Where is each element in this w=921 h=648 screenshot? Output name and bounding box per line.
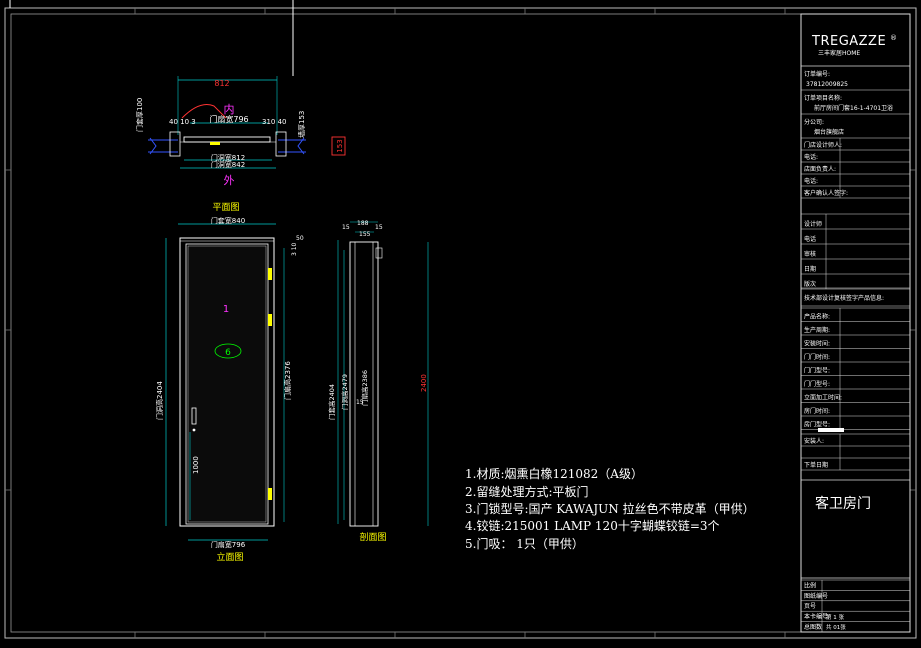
tb-row-label: 安装人: xyxy=(804,437,824,445)
leaf-number: 1 xyxy=(223,304,229,315)
note-1: 1.材质:烟熏白橡121082（A级） xyxy=(465,466,643,481)
tb-row-label: 日期 xyxy=(804,265,816,273)
dim-sec-right: 门扇高2386 xyxy=(360,370,369,406)
dim-sec-left-2: 门洞高2479 xyxy=(340,374,349,410)
product-name: 客卫房门 xyxy=(815,495,871,512)
inner-frame xyxy=(10,13,911,633)
dim-left-small: 40 10 3 xyxy=(169,118,196,126)
dim-elev-right-small-1: 50 xyxy=(296,235,304,242)
brand-reg-icon: ® xyxy=(890,34,897,42)
dim-sec-far-right: 2400 xyxy=(420,374,428,392)
page-number: 第 1 张 xyxy=(826,613,844,621)
tb-row-label: 页号 xyxy=(804,603,816,610)
brand-logo: TREGAZZE xyxy=(811,34,886,49)
dim-plan-bottom-1: 门洞宽812 xyxy=(211,153,245,162)
elevation-title: 立面图 xyxy=(216,551,243,563)
tb-row-label: 下单日期 xyxy=(804,461,828,469)
order-no-value: 37812009825 xyxy=(806,81,848,88)
project-label: 订单项目名称: xyxy=(804,94,842,102)
note-5: 5.门吸： 1只（甲供） xyxy=(465,536,584,551)
dim-right-small: 310 40 xyxy=(262,118,287,126)
label-outside: 外 xyxy=(224,174,235,187)
dim-elev-top: 门套宽840 xyxy=(211,216,245,225)
white-bar xyxy=(818,428,844,432)
dim-door-width-top: 门扇宽796 xyxy=(209,114,248,124)
dim-elev-right-small-2: 3 10 xyxy=(291,242,298,256)
dim-elev-right: 门扇高2376 xyxy=(283,361,292,400)
tb-row-label: 房门型号: xyxy=(804,421,830,429)
title-block: TREGAZZE ® 三丰家居HOME 订单编号: 37812009825 订单… xyxy=(800,13,911,633)
dim-sec-top-1: 188 xyxy=(357,220,369,227)
notes-block: 1.材质:烟熏白橡121082（A级） 2.留缝处理方式:平板门 3.门锁型号:… xyxy=(465,466,755,551)
tb-row-label: 立面加工时间: xyxy=(804,394,842,402)
dim-handle-height: 1000 xyxy=(192,456,200,474)
dim-sec-top-2: 15 xyxy=(342,224,350,231)
plan-view: 812 内 门扇宽796 40 10 3 310 40 门套厚100 墙厚153… xyxy=(135,76,346,213)
project-value: 前厅房间门套16-1-4701卫浴 xyxy=(814,104,893,112)
dim-right-vertical: 墙厚153 xyxy=(297,111,306,138)
tb-row-label: 门门型号: xyxy=(804,380,830,388)
total-pages: 共 01张 xyxy=(826,623,846,631)
label-inside: 内 xyxy=(224,102,235,116)
tb-row-label: 门店设计师人: xyxy=(804,141,842,149)
note-2: 2.留缝处理方式:平板门 xyxy=(465,484,589,499)
tb-row-label: 电话: xyxy=(804,177,818,185)
note-4: 4.铰链:215001 LAMP 120十字蝴蝶铰链=3个 xyxy=(465,518,720,533)
tb-row-label: 店面负责人: xyxy=(804,165,836,173)
tb-row-label: 版次 xyxy=(804,280,816,288)
dim-top: 812 xyxy=(214,79,229,88)
tb-row-label: 图纸编号 xyxy=(804,592,828,600)
branch-value: 烟台旗舰店 xyxy=(814,128,844,136)
dim-elev-left: 门洞高2404 xyxy=(155,381,164,420)
dim-left-vertical: 门套厚100 xyxy=(135,98,144,132)
tb-row-label: 总图数 xyxy=(804,623,822,631)
tb-row-label: 门门型号: xyxy=(804,367,830,375)
tb-row-label: 安装时间: xyxy=(804,340,830,348)
dim-sec-small: 15 xyxy=(356,399,364,406)
dim-sec-top-4: 15 xyxy=(375,224,383,231)
frame-ticks xyxy=(5,8,916,638)
brand-sub: 三丰家居HOME xyxy=(818,49,860,57)
outer-frame xyxy=(4,7,917,639)
tb-row-label: 产品名称: xyxy=(804,313,830,321)
dim-sec-top-3: 155 xyxy=(359,231,371,238)
order-no-label: 订单编号: xyxy=(804,70,830,78)
tb-row-label: 客户确认人签字: xyxy=(804,189,848,197)
tb-row-label: 房门时间: xyxy=(804,407,830,415)
tb-row-label: 比例 xyxy=(804,581,816,589)
plan-title: 平面图 xyxy=(212,202,239,213)
dim-red-box: 153 xyxy=(336,139,344,152)
elevation-view: 门套宽840 门洞高2404 1000 1 6 门扇高2376 50 3 10 … xyxy=(155,216,304,563)
section-view: 188 15 155 15 门套高2404 门洞高2479 门扇高2386 15… xyxy=(327,220,429,543)
tb-row-label: 本卡编号 xyxy=(804,613,828,621)
section-title: 剖面图 xyxy=(359,531,386,543)
leaf-ellipse: 6 xyxy=(225,348,231,358)
dim-plan-bottom-2: 门洞宽842 xyxy=(211,160,245,169)
tb-row-label: 门门时间: xyxy=(804,353,830,361)
tb-row-label: 电话 xyxy=(804,235,816,243)
tb-row-label: 设计师 xyxy=(804,220,822,228)
section-head: 技术部设计复核签字产品信息: xyxy=(804,294,884,302)
dim-elev-bottom: 门扇宽796 xyxy=(211,540,246,549)
tb-row-label: 审核 xyxy=(804,250,816,258)
tb-row-label: 生产周期: xyxy=(804,326,830,334)
dim-sec-left-1: 门套高2404 xyxy=(327,384,336,420)
branch-label: 分公司: xyxy=(804,118,824,126)
tb-row-label: 电话: xyxy=(804,153,818,161)
note-3: 3.门锁型号:国产 KAWAJUN 拉丝色不带皮革（甲供） xyxy=(465,501,755,516)
